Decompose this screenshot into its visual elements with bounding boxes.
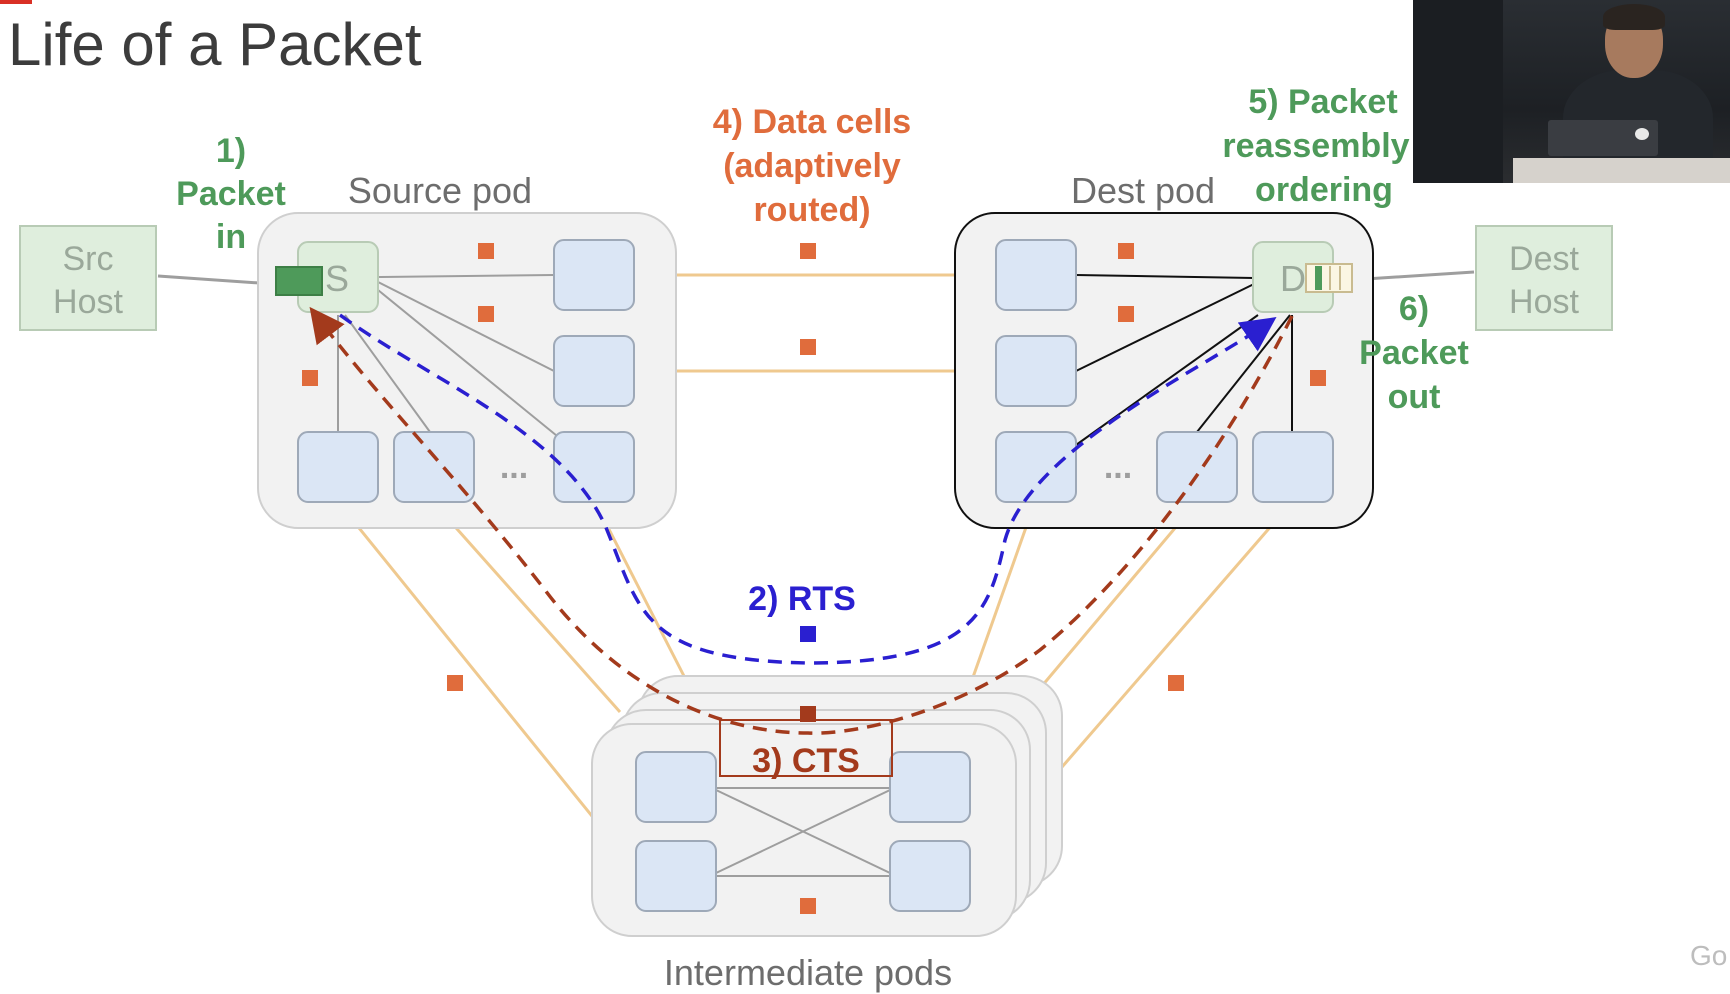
step1-line2: Packet	[176, 175, 286, 213]
rts-cell	[800, 626, 816, 642]
step6-line1: 6)	[1399, 290, 1429, 328]
step2-label: 2) RTS	[748, 580, 856, 618]
slide-title: Life of a Packet	[8, 11, 422, 78]
step6-line3: out	[1388, 378, 1441, 416]
corner-mark	[0, 0, 32, 4]
step3-label: 3) CTS	[752, 742, 860, 780]
dest-host: Dest Host	[1475, 225, 1613, 331]
dst-ellipsis: ...	[1104, 448, 1132, 486]
step4-line2: (adaptively	[723, 147, 901, 185]
link-src-2	[431, 501, 622, 713]
mid-node-tl	[635, 751, 717, 823]
step6-line2: Packet	[1359, 334, 1469, 372]
source-pod: S ...	[257, 212, 677, 529]
link-src-3	[593, 501, 688, 681]
dst-node-b3	[1252, 431, 1334, 503]
src-node-b2	[393, 431, 475, 503]
link-dst-1	[970, 501, 1037, 681]
step4-line3: routed)	[753, 191, 870, 229]
cell	[800, 243, 816, 259]
dst-node-top	[995, 239, 1077, 311]
dest-host-label-2: Host	[1509, 283, 1579, 321]
source-pod-label: Source pod	[348, 170, 532, 211]
dst-node-b1	[995, 431, 1077, 503]
cell	[1310, 370, 1326, 386]
cell	[1118, 243, 1134, 259]
intermediate-pods	[591, 675, 1063, 937]
src-ellipsis: ...	[500, 448, 528, 486]
mid-node-br	[889, 840, 971, 912]
cell	[1118, 306, 1134, 322]
step5-line3: ordering	[1255, 171, 1393, 209]
dest-host-label-1: Dest	[1509, 240, 1579, 278]
step5-line2: reassembly	[1222, 127, 1409, 165]
cell	[800, 898, 816, 914]
step1-line1: 1)	[216, 132, 246, 170]
link-dst-2	[1018, 501, 1199, 713]
presenter-video-feed	[1413, 0, 1730, 183]
step5-line1: 5) Packet	[1248, 83, 1397, 121]
step4-line1: 4) Data cells	[713, 103, 911, 141]
src-host-label-1: Src	[63, 240, 114, 278]
packet-in-icon	[275, 266, 323, 296]
step-labels: 1) Packet in 2) RTS 3) CTS 4) Data cells…	[176, 83, 1469, 780]
cell	[1168, 675, 1184, 691]
cts-cell	[800, 706, 816, 722]
step1-line3: in	[216, 218, 246, 256]
dst-node-b2	[1156, 431, 1238, 503]
dest-pod: ... D	[954, 212, 1374, 529]
src-node-b3	[553, 431, 635, 503]
data-cells	[302, 243, 1326, 914]
src-node-mid	[553, 335, 635, 407]
src-host-label-2: Host	[53, 283, 123, 321]
cell	[800, 339, 816, 355]
reassembly-buffer-icon	[1305, 263, 1353, 293]
src-node-top	[553, 239, 635, 311]
mid-node-bl	[635, 840, 717, 912]
cell	[302, 370, 318, 386]
switch-s-label: S	[325, 258, 349, 299]
cell	[478, 243, 494, 259]
src-host: Src Host	[19, 225, 157, 331]
cts-path	[309, 306, 1294, 735]
link-src-1	[336, 501, 640, 874]
cell	[447, 675, 463, 691]
dst-node-mid	[995, 335, 1077, 407]
rts-path	[338, 313, 1277, 665]
intermediate-pods-label: Intermediate pods	[664, 952, 952, 993]
google-watermark: Go	[1690, 940, 1728, 971]
src-node-b1	[297, 431, 379, 503]
dest-pod-label: Dest pod	[1071, 170, 1215, 211]
mid-node-tr	[889, 751, 971, 823]
switch-d-label: D	[1280, 258, 1306, 299]
cell	[478, 306, 494, 322]
